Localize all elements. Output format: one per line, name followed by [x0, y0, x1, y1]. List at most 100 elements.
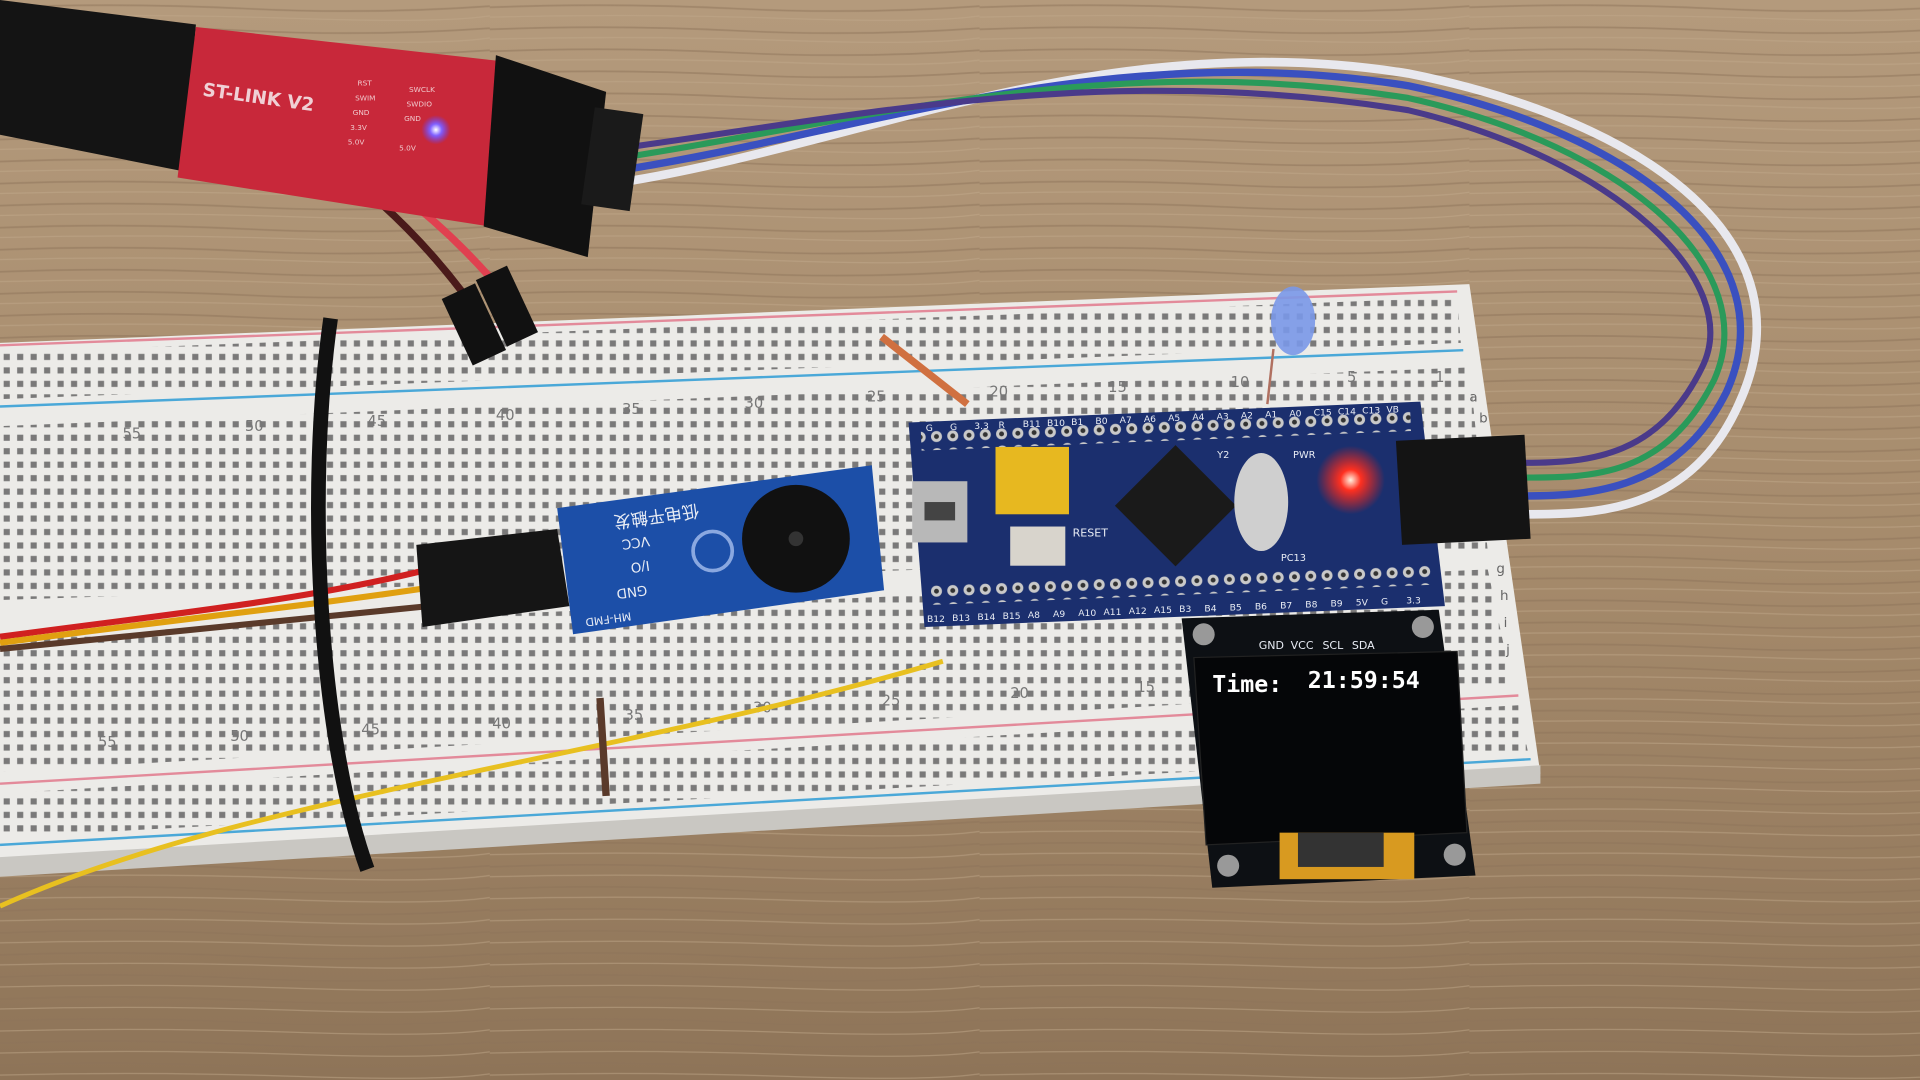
pin-label: B11: [1023, 419, 1041, 430]
svg-text:GND: GND: [615, 581, 648, 600]
pin-label: 3.3: [974, 421, 989, 432]
pin-label: B6: [1255, 601, 1267, 612]
dupont-connector: [441, 283, 507, 366]
svg-text:GND: GND: [404, 114, 421, 123]
pin-label: A11: [1104, 607, 1122, 618]
breadboard-bottom-numbers: 55 50 45 40 35 30 25 20 15: [98, 679, 1155, 751]
pin-label: G: [950, 422, 957, 433]
svg-text:5: 5: [1347, 369, 1356, 386]
svg-text:40: 40: [496, 407, 515, 424]
svg-text:20: 20: [989, 384, 1008, 401]
svg-text:45: 45: [367, 413, 386, 430]
svg-text:RST: RST: [358, 79, 373, 88]
svg-text:55: 55: [122, 425, 141, 442]
pin-label: A1: [1265, 409, 1277, 420]
pin-label: B3: [1179, 604, 1191, 615]
oled-time-value: 21:59:54: [1308, 667, 1420, 694]
breadboard-row-letters: a b g h i j: [1469, 391, 1509, 658]
svg-text:5.0V: 5.0V: [348, 137, 365, 146]
pin-label: R: [998, 420, 1005, 431]
pin-label: A12: [1129, 606, 1147, 617]
programmer-pin-labels: RST SWIM GND 3.3V 5.0V SWCLK SWDIO GND 5…: [348, 79, 435, 153]
pin-label: B8: [1305, 599, 1317, 610]
pin-label: C13: [1362, 405, 1380, 416]
pin-label: B5: [1230, 602, 1242, 613]
svg-text:h: h: [1500, 589, 1509, 604]
pin-label: VB: [1386, 404, 1399, 415]
pin-label: B4: [1204, 603, 1216, 614]
svg-text:35: 35: [624, 707, 643, 724]
pin-label: B10: [1047, 418, 1065, 429]
svg-text:1: 1: [1435, 369, 1444, 386]
pin-label: 5V: [1356, 597, 1369, 608]
svg-text:SWCLK: SWCLK: [409, 85, 435, 94]
pin-label: B12: [927, 614, 945, 625]
svg-text:20: 20: [1010, 685, 1029, 702]
breadboard-top-numbers: 55 50 45 40 35 30 25 20 15 10 5 1: [122, 369, 1444, 442]
pin-label: B15: [1003, 611, 1021, 622]
pin-label: A9: [1053, 609, 1065, 620]
pin-label: B9: [1331, 598, 1343, 609]
pin-label: B13: [952, 613, 970, 624]
pin-label: B1: [1071, 417, 1083, 428]
pin-label: A3: [1217, 411, 1229, 422]
oled-display-module: GND VCC SCL SDA Time: 21:59:54: [1181, 609, 1476, 888]
svg-text:GND: GND: [353, 108, 370, 117]
pin-label: C15: [1314, 407, 1332, 418]
svg-text:MH-FMD: MH-FMD: [585, 609, 632, 628]
svg-text:SCL: SCL: [1322, 639, 1344, 652]
svg-text:15: 15: [1136, 679, 1155, 696]
svg-text:35: 35: [622, 401, 641, 418]
svg-text:j: j: [1505, 643, 1510, 658]
pin-label: A2: [1241, 410, 1253, 421]
pin-label: A5: [1168, 413, 1180, 424]
svg-text:SWDIO: SWDIO: [407, 100, 433, 109]
pin-label: B14: [977, 612, 995, 623]
st-link-programmer: ST-LINK V2 RST SWIM GND 3.3V 5.0V SWCLK …: [0, 0, 644, 258]
svg-text:45: 45: [361, 722, 380, 739]
power-led-glow: [1316, 445, 1385, 515]
svg-text:3.3V: 3.3V: [350, 123, 367, 132]
pin-label: A15: [1154, 605, 1172, 616]
svg-text:40: 40: [492, 716, 511, 733]
svg-text:30: 30: [744, 395, 763, 412]
pwr-label: PWR: [1293, 450, 1316, 461]
svg-text:a: a: [1469, 391, 1477, 406]
stlink-led: [421, 115, 451, 145]
buzzer-module: 低电平触发 VCC I/O GND MH-FMD: [416, 465, 885, 635]
svg-text:50: 50: [245, 418, 264, 435]
svg-text:25: 25: [882, 692, 901, 709]
svg-text:VCC: VCC: [1291, 639, 1314, 652]
svg-text:b: b: [1479, 411, 1488, 426]
blue-led: [1266, 286, 1316, 405]
svg-text:I/O: I/O: [630, 557, 651, 575]
svg-text:SDA: SDA: [1352, 639, 1375, 652]
oled-time-label: Time:: [1212, 671, 1282, 698]
svg-text:50: 50: [230, 728, 249, 745]
svg-text:SWIM: SWIM: [355, 93, 375, 102]
svg-text:55: 55: [98, 734, 117, 751]
pin-label: 3.3: [1406, 595, 1421, 606]
svg-text:25: 25: [867, 389, 886, 406]
crystal-label: Y2: [1216, 450, 1229, 461]
svg-text:10: 10: [1231, 374, 1250, 391]
pin-label: A6: [1144, 414, 1156, 425]
svg-text:VCC: VCC: [621, 532, 651, 551]
pin-label: G: [926, 423, 933, 434]
pin-label: A8: [1028, 610, 1040, 621]
pin-label: G: [1381, 596, 1388, 607]
pin-label: B0: [1095, 416, 1107, 427]
svg-text:GND: GND: [1259, 639, 1284, 652]
buzzer-pin-labels: VCC I/O GND MH-FMD: [585, 532, 651, 628]
pin-label: A4: [1192, 412, 1204, 423]
svg-text:g: g: [1496, 562, 1505, 577]
reset-label: RESET: [1073, 526, 1109, 539]
pc13-label: PC13: [1281, 553, 1306, 564]
svg-text:5.0V: 5.0V: [399, 144, 416, 153]
pin-label: A10: [1078, 608, 1096, 619]
svg-text:i: i: [1504, 616, 1508, 631]
